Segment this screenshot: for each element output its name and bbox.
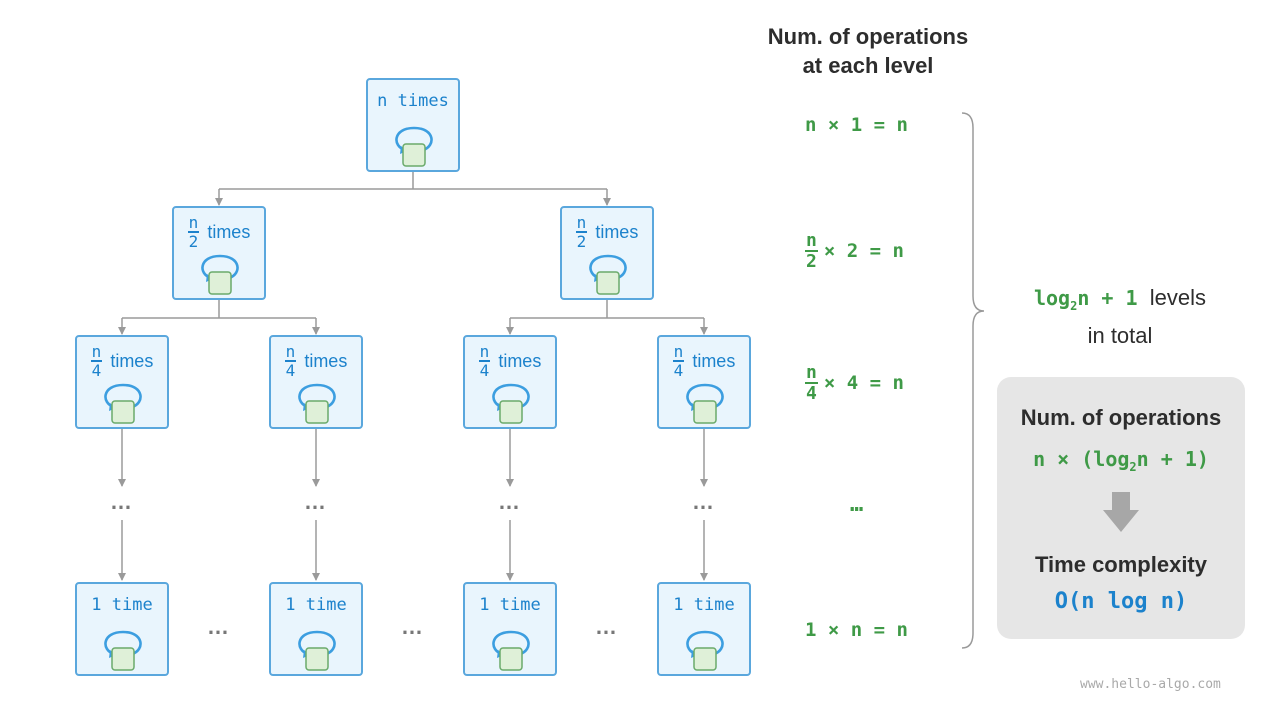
loop-icon: [686, 383, 724, 424]
loop-icon: [492, 383, 530, 424]
leaf-node-label: 1 time: [91, 595, 153, 615]
leaf-node-1: 1 time: [75, 582, 169, 676]
loop-icon: [395, 126, 433, 167]
ellipsis: …: [110, 489, 134, 514]
watermark: www.hello-algo.com: [1080, 677, 1221, 692]
column-title-line1: Num. of operations: [767, 24, 969, 49]
loop-icon: [104, 383, 142, 424]
ellipsis: …: [498, 489, 522, 514]
loop-icon: [201, 254, 239, 295]
leaf-node-4: 1 time: [657, 582, 751, 676]
levels-brace: [961, 112, 985, 649]
level-count-expr: log2n + 1: [1033, 286, 1138, 313]
level-count-word: levels: [1149, 285, 1207, 310]
leaf-node-label: 1 time: [673, 595, 735, 615]
loop-icon: [686, 630, 724, 671]
ellipsis: …: [304, 489, 328, 514]
ellipsis: …: [207, 614, 231, 639]
level-equation-1: n × 1 = n: [805, 114, 908, 136]
level-equation-ellipsis: …: [850, 492, 864, 517]
ellipsis: …: [595, 614, 619, 639]
ellipsis: …: [692, 489, 716, 514]
connector-right-half-children: [510, 300, 704, 319]
leaf-node-label: 1 time: [479, 595, 541, 615]
column-title-line2: at each level: [802, 53, 934, 78]
leaf-node-2: 1 time: [269, 582, 363, 676]
loop-icon: [298, 630, 336, 671]
level-equation-last: 1 × n = n: [805, 619, 908, 641]
down-arrow-icon: [1103, 492, 1139, 532]
leaf-node-3: 1 time: [463, 582, 557, 676]
level-count-total: in total: [1087, 323, 1153, 348]
root-node: n times: [366, 78, 460, 172]
loop-icon: [298, 383, 336, 424]
time-complexity-title: Time complexity: [1035, 552, 1207, 577]
connector-left-half-children: [122, 300, 316, 319]
level-count: log2n + 1 levels in total: [1010, 283, 1230, 350]
connector-root-children: [219, 170, 607, 190]
loop-icon: [589, 254, 627, 295]
root-node-label: n times: [377, 91, 449, 111]
summary-panel: Num. of operations n × (log2n + 1) Time …: [997, 377, 1245, 639]
loop-icon: [492, 630, 530, 671]
column-title: Num. of operations at each level: [740, 22, 996, 80]
operations-title: Num. of operations: [1020, 405, 1222, 430]
operations-expression: n × (log2n + 1): [1033, 447, 1209, 474]
leaf-node-label: 1 time: [285, 595, 347, 615]
ellipsis: …: [401, 614, 425, 639]
time-complexity-value: O(n log n): [1054, 589, 1188, 614]
loop-icon: [104, 630, 142, 671]
